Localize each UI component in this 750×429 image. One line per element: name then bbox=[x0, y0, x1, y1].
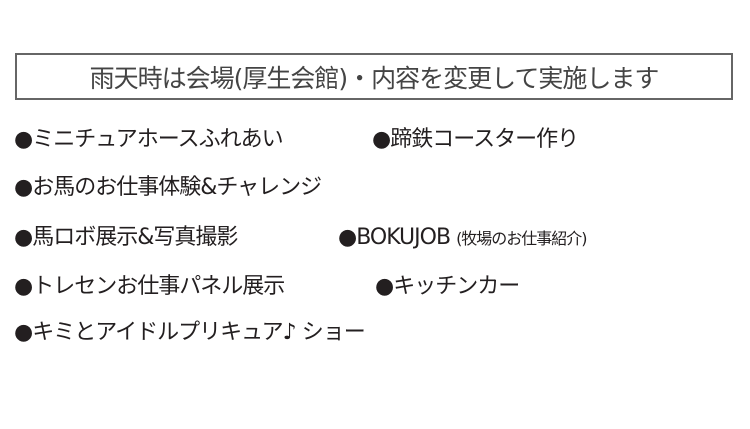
event-item-bokujob: ●BOKUJOB (牧場のお仕事紹介) bbox=[338, 224, 588, 253]
event-item-tracen-panel: ●トレセンお仕事パネル展示 bbox=[14, 274, 285, 299]
event-item-horseshoe-coaster: ●蹄鉄コースター作り bbox=[372, 127, 579, 152]
rain-notice-box: 雨天時は会場(厚生会館)・内容を変更して実施します bbox=[15, 53, 733, 100]
event-item-kitchen-car: ●キッチンカー bbox=[375, 274, 520, 299]
event-item-horse-work-experience: ●お馬のお仕事体験&チャレンジ bbox=[14, 175, 322, 200]
event-item-horse-robot: ●馬ロボ展示&写真撮影 bbox=[14, 225, 238, 250]
event-item-miniature-horse: ●ミニチュアホースふれあい bbox=[14, 127, 284, 152]
rain-notice-text: 雨天時は会場(厚生会館)・内容を変更して実施します bbox=[89, 63, 660, 93]
event-item-precure-show: ●キミとアイドルプリキュア♪ ショー bbox=[14, 320, 366, 345]
bokujob-label: ●BOKUJOB bbox=[338, 225, 451, 250]
bokujob-note: (牧場のお仕事紹介) bbox=[456, 229, 587, 248]
